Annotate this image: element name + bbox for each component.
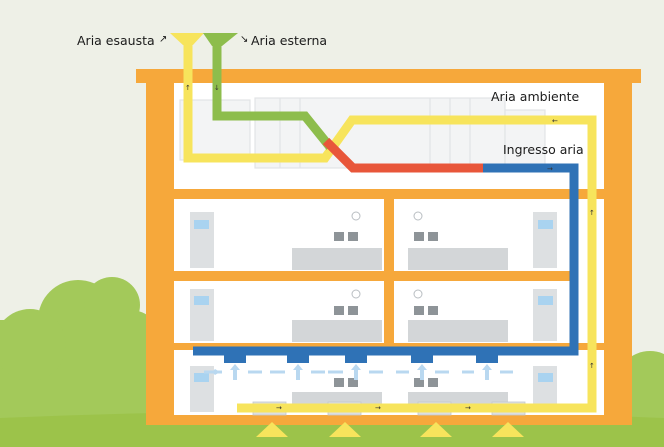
svg-text:↑: ↑ bbox=[589, 362, 595, 370]
door-icon bbox=[190, 212, 557, 412]
svg-text:→: → bbox=[375, 404, 381, 412]
lamp-icon bbox=[351, 211, 423, 299]
warm-air-indicator bbox=[256, 422, 524, 437]
outdoor-air-label: Aria esterna bbox=[251, 33, 327, 48]
room-air-label: Aria ambiente bbox=[491, 89, 580, 104]
svg-text:←: ← bbox=[552, 117, 558, 125]
svg-text:→: → bbox=[547, 165, 553, 173]
outdoor-air-arrow-icon: ↘ bbox=[240, 34, 248, 45]
svg-text:→: → bbox=[276, 404, 282, 412]
outdoor-duct bbox=[212, 44, 334, 150]
supply-vent-icon bbox=[224, 352, 498, 363]
exhaust-air-arrow-icon: ↗ bbox=[159, 34, 167, 45]
computer-icon bbox=[334, 232, 438, 387]
exhaust-arrow-icon bbox=[170, 33, 204, 46]
exhaust-air-label: Aria esausta bbox=[77, 33, 155, 48]
flow-direction-icon: ↑ ↓ ← → ↑ ↑ → → → bbox=[185, 84, 595, 412]
supply-duct bbox=[193, 163, 579, 356]
svg-text:↑: ↑ bbox=[589, 209, 595, 217]
intake-arrow-icon bbox=[203, 33, 238, 46]
heated-duct bbox=[322, 137, 485, 173]
roof bbox=[136, 69, 641, 83]
supply-air-label: Ingresso aria bbox=[503, 142, 584, 157]
svg-text:→: → bbox=[465, 404, 471, 412]
exhaust-duct bbox=[183, 46, 597, 413]
svg-text:↓: ↓ bbox=[214, 84, 220, 92]
svg-text:↑: ↑ bbox=[185, 84, 191, 92]
